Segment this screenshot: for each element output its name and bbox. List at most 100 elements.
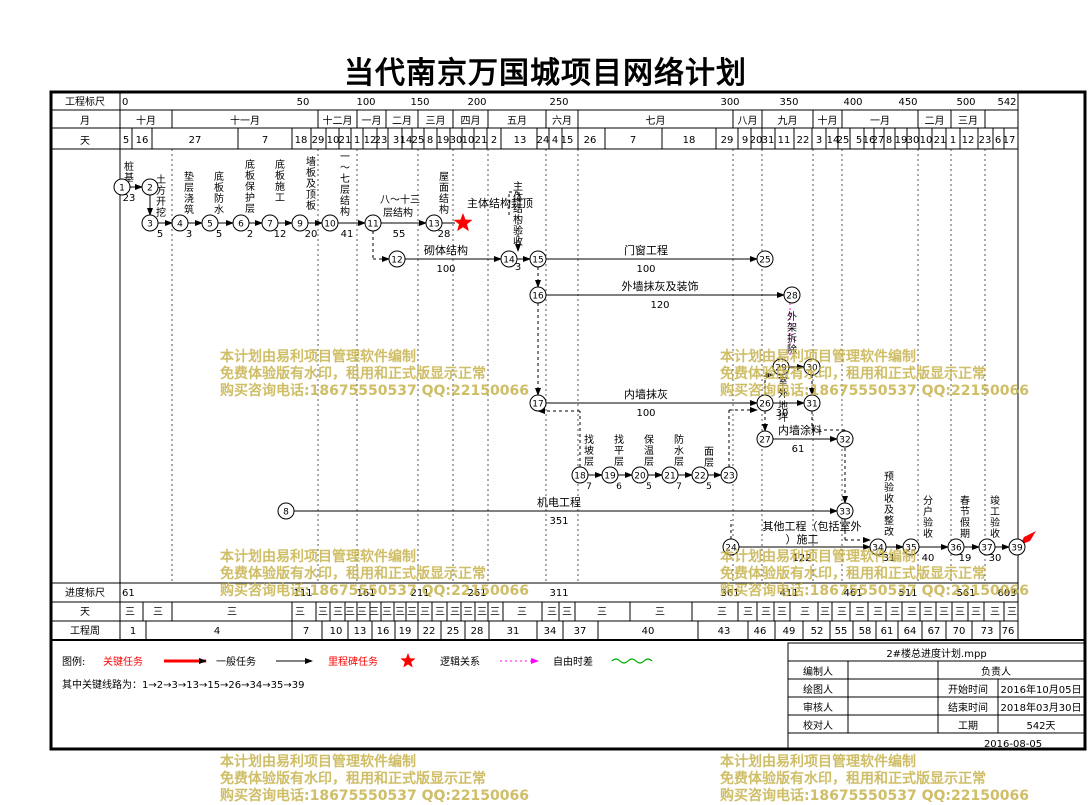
event-node-circle [601, 466, 619, 484]
event-node-circle [141, 178, 159, 196]
week-label: 52 [811, 626, 824, 637]
watermark-line: 免费体验版有水印，租用和正式版显示正常 [220, 566, 486, 582]
duration-struct-8-13: 55 [393, 229, 406, 240]
event-node-circle [500, 250, 518, 268]
week-row-label: 工程周 [70, 625, 100, 637]
day-label: 21 [339, 135, 352, 146]
bottom-day-mark: 三 [547, 607, 557, 618]
vertical-char: 开 [156, 197, 166, 208]
event-node-circle [836, 430, 854, 448]
task-arrows [130, 184, 1010, 550]
vertical-char: 验 [884, 481, 894, 494]
event-node-circle [113, 178, 131, 196]
task-surface: 面层 [704, 447, 714, 469]
bottom-day-mark: 三 [907, 607, 917, 618]
vertical-char: 层 [245, 203, 255, 215]
progress-tick-label: 311 [549, 588, 568, 599]
bottom-day-mark: 三 [490, 607, 500, 618]
task-int-paint: 内墙涂料 [778, 423, 822, 437]
day-row-label: 天 [80, 136, 90, 147]
duration-accept: 3 [515, 262, 521, 273]
month-label: 九月 [778, 115, 798, 127]
legend-milestone-star [400, 653, 416, 668]
day-label: 16 [136, 135, 149, 146]
bottom-day-mark: 三 [923, 607, 933, 618]
task-roof-waterproof: 防水层 [674, 433, 684, 468]
progress-tick-label: 561 [956, 588, 975, 599]
event-node-number: 39 [1011, 544, 1023, 554]
month-label: 八月 [738, 115, 758, 127]
progress-tick-label: 211 [410, 588, 429, 599]
watermark-block: 本计划由易利项目管理软件编制免费体验版有水印，租用和正式版显示正常购买咨询电话:… [720, 549, 1029, 600]
progress-tick-label: 61 [122, 588, 135, 599]
vertical-char: 底 [245, 158, 255, 171]
event-node-number: 25 [759, 256, 770, 266]
week-label: 7 [303, 626, 309, 637]
day-label: 24 [537, 135, 550, 146]
bottom-day-mark: 三 [227, 607, 237, 618]
month-label: 三月 [426, 115, 446, 127]
event-node-circle [772, 358, 790, 376]
task-struct-8-13: 八～十三 [380, 193, 420, 206]
event-node-number: 27 [759, 436, 770, 446]
bottom-day-mark: 三 [955, 607, 965, 618]
duration-unit-acceptance: 40 [922, 553, 935, 564]
watermark-block: 本计划由易利项目管理软件编制免费体验版有水印，租用和正式版显示正常购买咨询电话:… [220, 549, 529, 600]
duration-other: 122 [792, 553, 811, 564]
watermark-line: 本计划由易利项目管理软件编制 [720, 349, 916, 365]
day-label: 26 [584, 135, 597, 146]
info-editor-label: 编制人 [803, 665, 833, 678]
vertical-char: 期 [960, 528, 970, 540]
event-node-circle [261, 214, 279, 232]
legend-milestone-label: 里程碑任务 [328, 655, 378, 668]
scale-tick-label: 0 [122, 97, 128, 108]
info-file: 2#楼总进度计划.mpp [886, 647, 986, 660]
scale-tick-label: 100 [356, 97, 375, 108]
vertical-char: 保 [245, 180, 255, 193]
duration-slab-build: 12 [274, 229, 287, 240]
week-label: 16 [377, 626, 390, 637]
vertical-char: 底 [275, 158, 285, 171]
bottom-day-mark: 三 [345, 607, 355, 618]
week-label: 70 [953, 626, 966, 637]
month-row-label: 月 [80, 115, 90, 127]
watermark-line: 购买咨询电话:18675550537 QQ:22150066 [220, 583, 529, 599]
task-level: 找平层 [614, 433, 624, 468]
vertical-char: 找 [584, 433, 594, 446]
day-label: 12 [364, 135, 377, 146]
watermark-line: 购买咨询电话:18675550537 QQ:22150066 [220, 383, 529, 399]
bottom-day-mark: 三 [761, 607, 771, 618]
vertical-char: 筑 [184, 203, 194, 216]
event-node-number: 13 [428, 220, 439, 230]
bottom-day-mark: 三 [477, 607, 487, 618]
event-node-number: 1 [119, 184, 125, 194]
event-node-number: 23 [723, 472, 734, 482]
day-label: 30 [907, 135, 920, 146]
bottom-day-mark: 三 [562, 607, 572, 618]
vertical-char: 找 [614, 433, 624, 446]
vertical-char: 板 [275, 169, 285, 182]
event-node-number: 14 [503, 256, 515, 266]
vertical-char: 结 [513, 202, 523, 215]
month-label: 十二月 [323, 114, 353, 127]
bottom-day-mark: 三 [743, 607, 753, 618]
event-node-number: 5 [207, 220, 213, 230]
day-label: 13 [514, 135, 527, 146]
month-label: 二月 [925, 115, 945, 127]
progress-tick-label: 603 [997, 588, 1016, 599]
duration-int-plaster: 100 [636, 408, 655, 419]
week-label: 40 [642, 626, 655, 637]
week-label: 46 [754, 626, 767, 637]
event-node-circle [836, 502, 854, 520]
event-node-number: 18 [574, 472, 586, 482]
info-date: 2016-08-05 [984, 739, 1042, 750]
duration-pile: 23 [123, 193, 136, 204]
vertical-char: 面 [704, 447, 714, 458]
event-node-circle [277, 502, 295, 520]
day-label: 10 [327, 135, 340, 146]
month-label: 四月 [461, 115, 481, 127]
